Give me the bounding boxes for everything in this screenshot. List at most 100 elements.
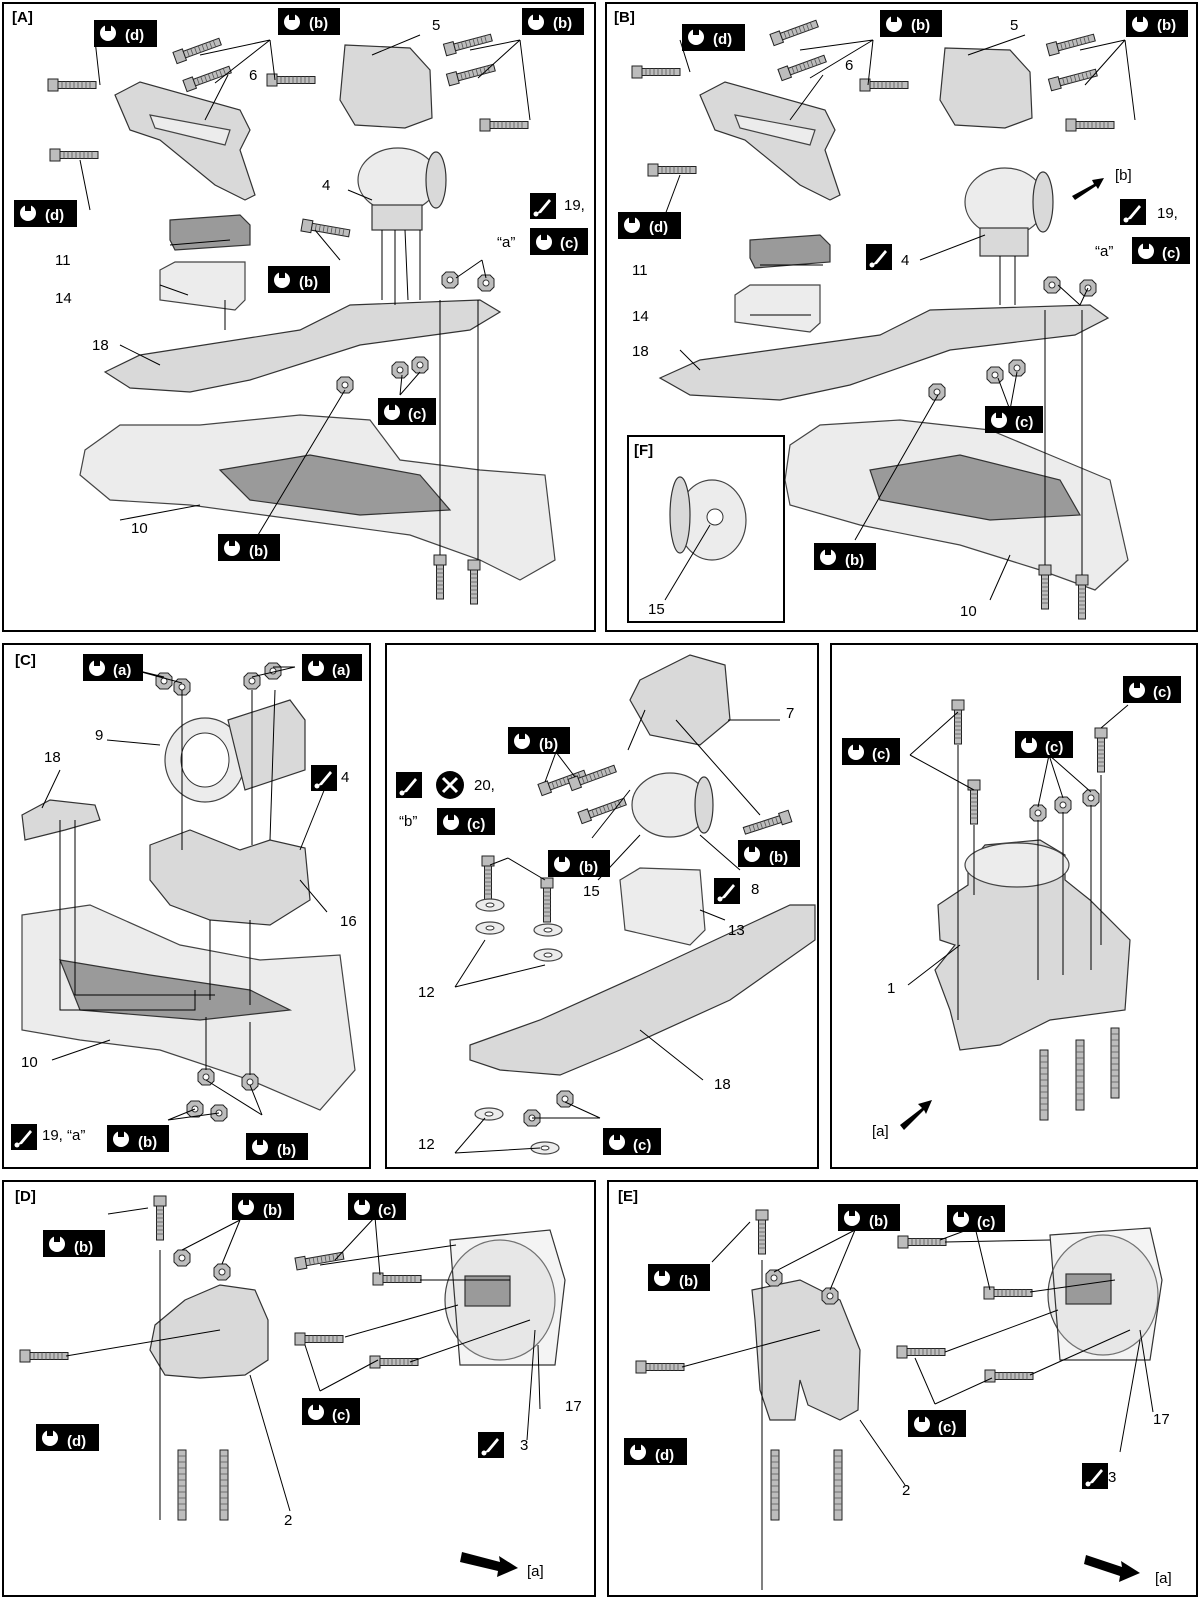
mount-4-b-base <box>979 227 1029 257</box>
bolt-e-2 <box>635 1360 685 1374</box>
nut-b-3 <box>986 366 1004 384</box>
nut-d-1 <box>173 1249 191 1267</box>
panel-right-leaders <box>907 704 1129 1020</box>
callout-8: 8 <box>751 881 759 898</box>
bolt-e-1 <box>755 1209 769 1255</box>
bracket-7 <box>629 654 731 746</box>
bolt-a-9 <box>300 218 351 240</box>
bolt-d-2 <box>19 1349 69 1363</box>
bolt-e-4 <box>983 1286 1033 1300</box>
callout-9-c: 9 <box>95 727 103 744</box>
bolt-a-11 <box>467 559 481 605</box>
callout-2-e: 2 <box>902 1482 910 1499</box>
callout-15-f: 15 <box>648 601 665 618</box>
svg-text:(b): (b) <box>1157 17 1176 34</box>
stud-e-2 <box>833 1449 843 1521</box>
torque-badge-c-a1: (c) <box>530 228 588 255</box>
svg-text:(c): (c) <box>977 1214 995 1231</box>
washer-ctr-3 <box>533 923 563 937</box>
note-19a-c: 19, “a” <box>42 1127 85 1144</box>
bolt-e-3 <box>897 1235 947 1249</box>
nut-r-3 <box>1082 789 1100 807</box>
callout-14-b: 14 <box>632 308 649 325</box>
svg-text:(b): (b) <box>539 736 558 753</box>
svg-text:(b): (b) <box>249 543 268 560</box>
callout-11-a: 11 <box>55 252 71 269</box>
panel-e-frame <box>607 1180 1198 1597</box>
torque-badge-b-c1: (b) <box>107 1125 169 1152</box>
svg-text:(d): (d) <box>655 1447 674 1464</box>
grease-badge-ctr1 <box>396 772 422 798</box>
bolt-ctr-5 <box>481 855 495 901</box>
callout-6-b: 6 <box>845 57 853 74</box>
panel-a-leaders <box>79 34 531 560</box>
bolt-ctr-2 <box>567 762 618 792</box>
svg-text:(c): (c) <box>378 1202 396 1219</box>
callout-2-d: 2 <box>284 1512 292 1529</box>
bracket-5 <box>339 44 433 129</box>
callout-18-a: 18 <box>92 337 109 354</box>
note-a-quote-b: “a” <box>1095 243 1113 260</box>
torque-badge-d-a2: (d) <box>14 200 77 227</box>
torque-badge-d-d1: (d) <box>36 1424 99 1451</box>
svg-text:(b): (b) <box>869 1213 888 1230</box>
callout-6-a: 6 <box>249 67 257 84</box>
torque-badge-c-r2: (c) <box>842 738 900 765</box>
bracket-b-label: [b] <box>1115 167 1132 184</box>
crossmember-18 <box>103 299 502 393</box>
bolt-a-3 <box>172 35 223 65</box>
bracket-a-d: [a] <box>527 1563 544 1580</box>
callout-17-e: 17 <box>1153 1411 1170 1428</box>
bolt-b-10 <box>1075 574 1089 620</box>
svg-text:(b): (b) <box>579 859 598 876</box>
do-not-reuse-icon <box>436 771 464 799</box>
torque-badge-b-d2: (b) <box>232 1193 294 1220</box>
bolt-a-2 <box>49 148 99 162</box>
nut-c-6 <box>241 1073 259 1091</box>
callout-4-a: 4 <box>322 177 330 194</box>
grease-badge-e <box>1082 1463 1108 1489</box>
callout-18-b: 18 <box>632 343 649 360</box>
callout-4-c: 4 <box>341 769 349 786</box>
bracket-6-rib <box>149 114 231 146</box>
mount-4-face <box>425 151 447 209</box>
nut-e-2 <box>821 1287 839 1305</box>
torque-badge-c-r3: (c) <box>1015 731 1073 758</box>
housing-9-bore <box>180 732 230 788</box>
svg-text:(c): (c) <box>1015 414 1033 431</box>
bolt-a-1 <box>47 78 97 92</box>
nut-a-4 <box>411 356 429 374</box>
svg-text:(c): (c) <box>1045 739 1063 756</box>
bolt-d-5 <box>294 1332 344 1346</box>
bolt-b-5 <box>859 78 909 92</box>
part-13 <box>619 867 706 946</box>
part-14 <box>159 261 246 311</box>
direction-arrow-icon-e <box>1084 1555 1140 1582</box>
callout-15-ctr: 15 <box>583 883 600 900</box>
panel-e-label: [E] <box>618 1188 638 1205</box>
torque-badge-b-ctr3: (b) <box>738 840 800 867</box>
bolt-b-2 <box>647 163 697 177</box>
panel-c-frame <box>2 643 371 1169</box>
torque-badge-b-b1: (b) <box>880 10 942 37</box>
bolt-ctr-6 <box>540 877 554 923</box>
bracket-2-e <box>751 1279 861 1421</box>
bolt-a-8 <box>479 118 529 132</box>
callout-10-c: 10 <box>21 1054 38 1071</box>
bolt-b-4 <box>777 52 828 82</box>
grease-badge-b2 <box>866 244 892 270</box>
callout-5-b: 5 <box>1010 17 1018 34</box>
grease-badge-b1 <box>1120 199 1146 225</box>
torque-badge-c-d2: (c) <box>302 1398 360 1425</box>
nut-r-2 <box>1054 796 1072 814</box>
stud-d-1 <box>177 1449 187 1521</box>
housing-17-d-boss <box>464 1275 511 1307</box>
torque-badge-b-a2: (b) <box>522 8 584 35</box>
panel-b-frame <box>605 2 1198 632</box>
bracket-6-b <box>699 81 841 201</box>
washer-ctr-4 <box>533 948 563 962</box>
mount-16 <box>149 829 311 926</box>
nut-a-1 <box>441 271 459 289</box>
bolt-r-2 <box>967 779 981 825</box>
torque-badge-b-ctr2: (b) <box>548 850 610 877</box>
